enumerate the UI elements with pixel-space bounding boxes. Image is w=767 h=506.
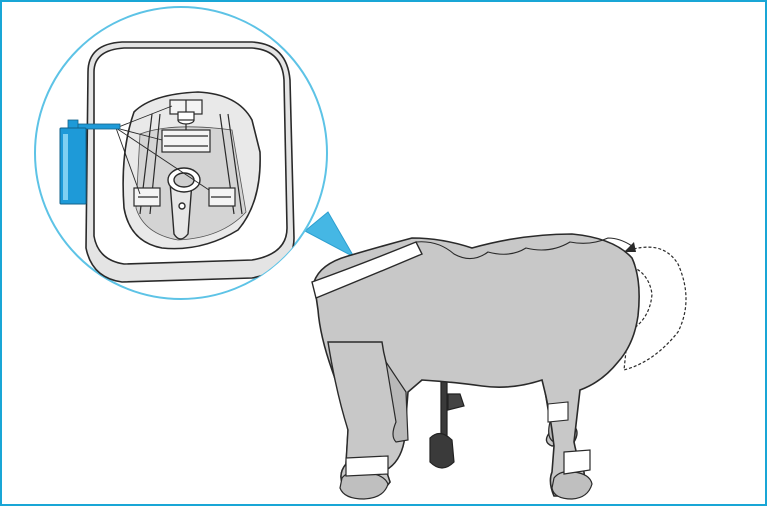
callout-contents	[85, 41, 295, 283]
cylinder-icon	[167, 167, 201, 240]
body-suit-icon	[311, 233, 687, 500]
tail-tie	[624, 242, 636, 252]
leg-wrap-back	[563, 449, 591, 475]
tail	[621, 246, 687, 371]
leader-lines	[115, 105, 210, 195]
front-leg-far	[385, 361, 409, 443]
spray-bottle-icon	[59, 119, 121, 205]
support-stand	[429, 377, 465, 469]
topline-edge	[415, 237, 633, 260]
rail-bracket-icon	[133, 99, 243, 215]
leg-wrap-back-far	[547, 401, 569, 423]
leg-wrap-front	[345, 455, 389, 477]
callout-pointer	[304, 211, 356, 259]
detail-callout	[34, 6, 328, 300]
collar-band	[311, 241, 423, 299]
hoof-back	[551, 471, 593, 500]
